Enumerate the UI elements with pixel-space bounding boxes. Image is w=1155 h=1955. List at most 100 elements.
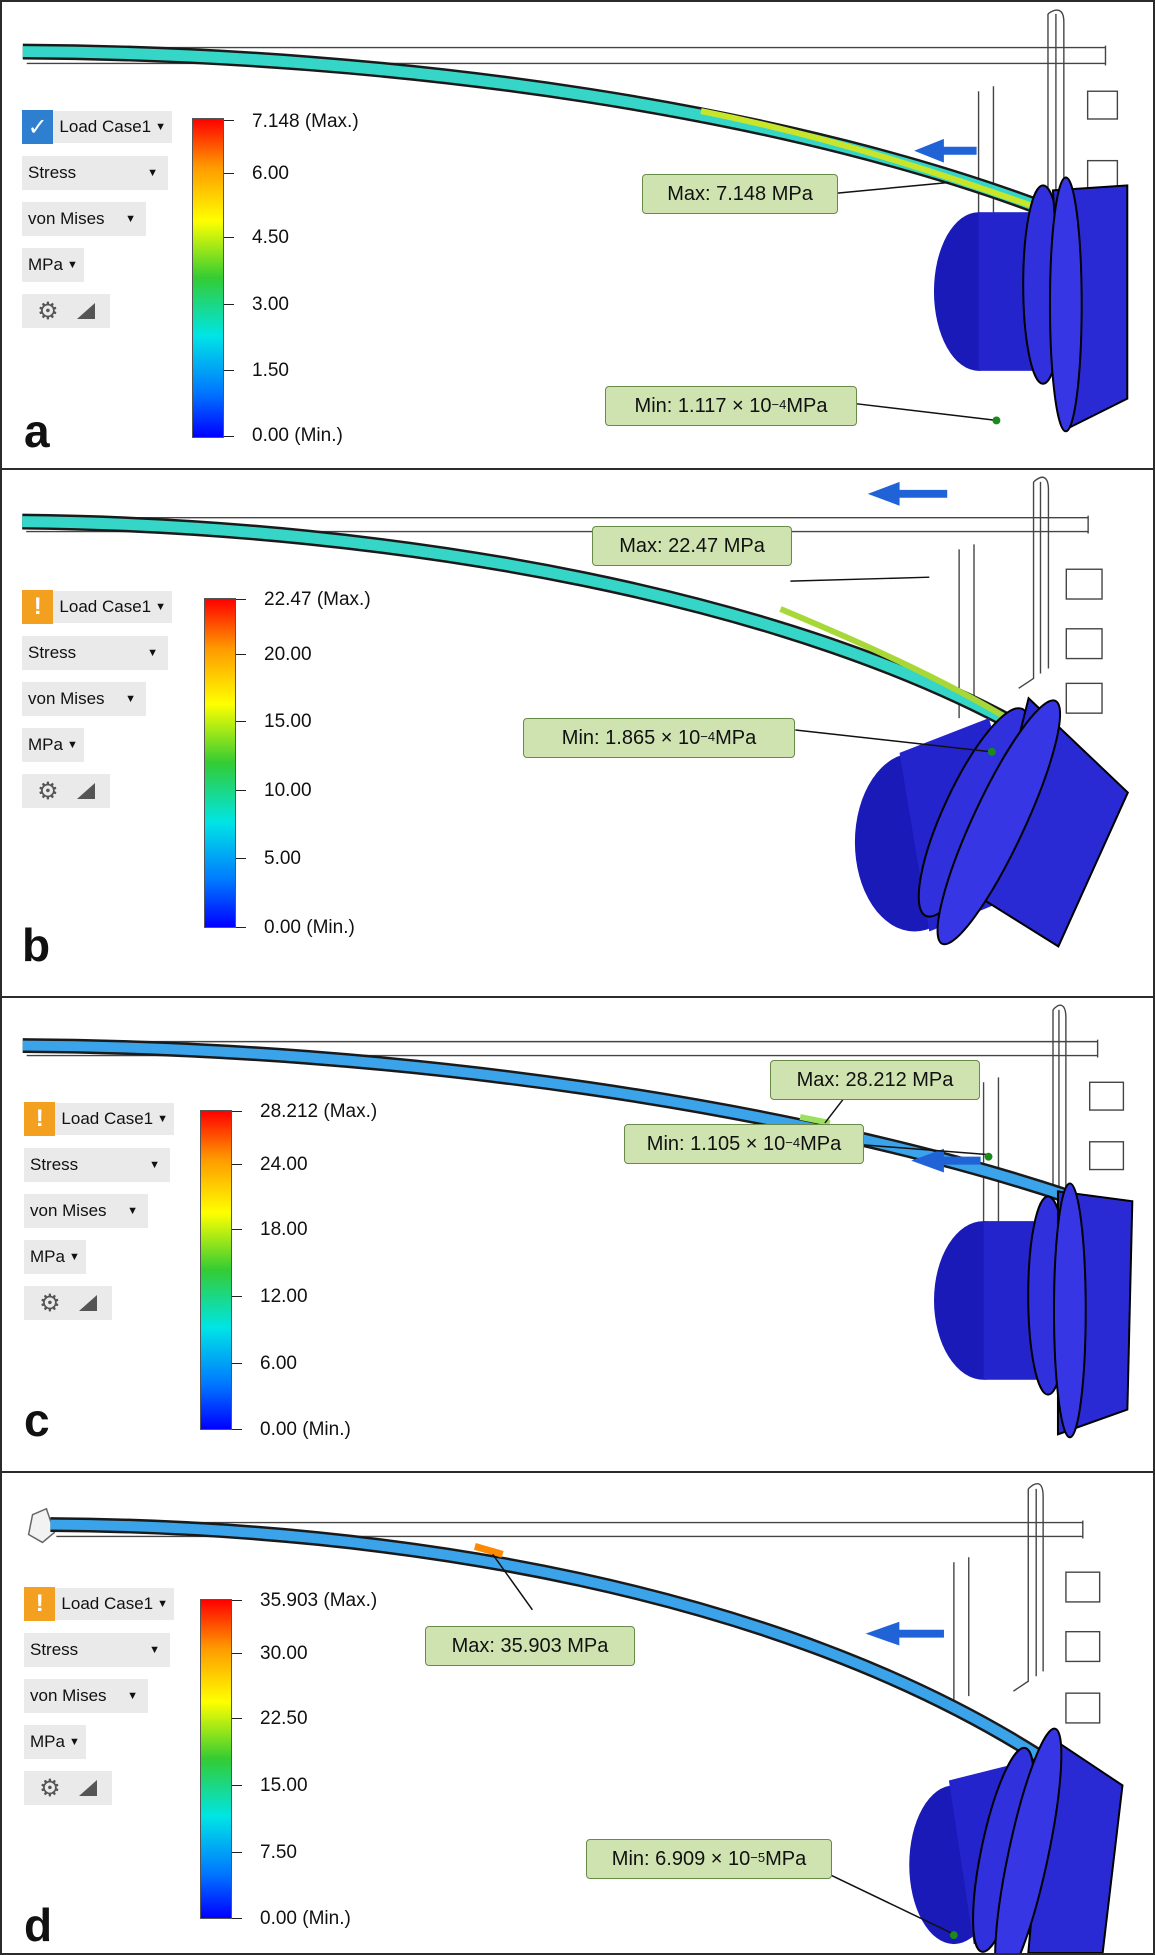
legend-tick-label: 7.50 [260,1842,297,1863]
legend-tick-label: 18.00 [260,1219,308,1240]
max-callout[interactable]: Max: 7.148 MPa [642,174,838,214]
component-dropdown[interactable]: von Mises ▼ [22,202,146,236]
min-callout[interactable]: Min: 1.117 × 10−4 MPa [605,386,857,426]
component-dropdown[interactable]: von Mises▼ [24,1194,148,1228]
min-callout-unit: MPa [715,726,757,749]
result-controls: ! Load Case1▼ Stress▼ von Mises▼ MPa▼ ⚙ [24,1102,174,1320]
min-callout-unit: MPa [800,1132,842,1155]
panel-label: c [24,1394,50,1446]
chevron-down-icon: ▼ [125,693,136,705]
view-cube-icon [27,1507,56,1544]
panel-label: b [22,919,51,971]
legend-min-label: 0.00 (Min.) [260,1419,351,1440]
min-callout-exponent: −4 [700,728,716,744]
result-type-dropdown[interactable]: Stress ▼ [24,1148,170,1182]
gear-icon[interactable]: ⚙ [39,1289,61,1317]
chevron-down-icon: ▼ [149,1159,160,1171]
result-controls: ! Load Case1▼ Stress▼ von Mises▼ MPa▼ ⚙ [24,1587,174,1805]
min-callout-exponent: −4 [785,1134,801,1150]
load-case-selector[interactable]: ! Load Case1▼ [22,590,172,624]
load-case-selector[interactable]: ! Load Case1▼ [24,1102,174,1136]
panel-label: a [24,405,50,457]
result-type-dropdown[interactable]: Stress▼ [22,636,168,670]
min-callout[interactable]: Min: 1.105 × 10−4 MPa [624,1124,864,1164]
load-case-selector[interactable]: ! Load Case1▼ [24,1587,174,1621]
legend-max-label: 22.47 (Max.) [264,589,371,610]
component-dropdown[interactable]: von Mises▼ [24,1679,148,1713]
gear-icon[interactable]: ⚙ [37,297,59,325]
chevron-down-icon: ▼ [157,1113,168,1125]
min-callout[interactable]: Min: 1.865 × 10−4 MPa [523,718,795,758]
unit-dropdown[interactable]: MPa▼ [22,248,84,282]
display-tools: ⚙ [22,294,110,328]
model-viewport[interactable] [2,470,1155,996]
result-type-label: Stress [28,163,77,182]
unit-dropdown[interactable]: MPa▼ [24,1240,86,1274]
chevron-down-icon: ▼ [125,213,136,225]
min-callout-exponent: −4 [771,396,787,412]
gear-icon[interactable]: ⚙ [37,777,59,805]
deformation-scale-icon[interactable] [76,783,95,799]
deformation-scale-icon[interactable] [76,303,95,319]
load-case-label: Load Case1 [61,1594,154,1613]
chevron-down-icon: ▼ [127,1205,138,1217]
unit-dropdown[interactable]: MPa▼ [24,1725,86,1759]
load-case-label: Load Case1 [61,1109,154,1128]
chevron-down-icon: ▼ [147,167,158,179]
min-callout-exponent: −5 [750,1849,766,1865]
result-panel-a: ✓ Load Case1▼ Stress▼ von Mises▼ MPa▼ ⚙ … [0,0,1155,470]
display-tools: ⚙ [22,774,110,808]
unit-dropdown[interactable]: MPa▼ [22,728,84,762]
display-tools: ⚙ [24,1771,112,1805]
legend-tick-label: 6.00 [252,163,289,184]
legend-tick-label: 15.00 [260,1775,308,1796]
legend-tick-label: 5.00 [264,848,301,869]
color-scale-bar [200,1599,232,1919]
model-viewport[interactable] [2,2,1155,468]
result-type-dropdown[interactable]: Stress ▼ [22,156,168,190]
max-callout[interactable]: Max: 22.47 MPa [592,526,792,566]
chevron-down-icon: ▼ [155,601,166,613]
result-panel-c: ! Load Case1▼ Stress▼ von Mises▼ MPa▼ ⚙ … [0,996,1155,1473]
min-callout[interactable]: Min: 6.909 × 10−5 MPa [586,1839,832,1879]
warning-icon: ! [22,590,54,624]
result-controls: ! Load Case1▼ Stress▼ von Mises▼ MPa▼ ⚙ [22,590,172,808]
chevron-down-icon: ▼ [66,739,78,751]
unit-label: MPa [28,735,63,754]
chevron-down-icon: ▼ [127,1690,138,1702]
legend-tick-label: 22.50 [260,1708,308,1729]
model-viewport[interactable] [2,998,1155,1471]
result-type-dropdown[interactable]: Stress▼ [24,1633,170,1667]
component-label: von Mises [28,689,105,708]
warning-icon: ! [24,1102,56,1136]
component-dropdown[interactable]: von Mises ▼ [22,682,146,716]
component-label: von Mises [28,209,105,228]
min-callout-value: Min: 6.909 × 10 [611,1847,751,1870]
legend-min-label: 0.00 (Min.) [252,425,343,446]
min-callout-value: Min: 1.865 × 10 [561,726,701,749]
legend-tick-label: 6.00 [260,1353,297,1374]
chevron-down-icon: ▼ [155,121,166,133]
legend-tick-label: 24.00 [260,1154,308,1175]
legend-min-label: 0.00 (Min.) [260,1908,351,1929]
unit-label: MPa [28,255,63,274]
legend-max-label: 35.903 (Max.) [260,1590,378,1611]
legend-tick-label: 30.00 [260,1643,308,1664]
panel-label: d [24,1899,53,1951]
display-tools: ⚙ [24,1286,112,1320]
max-callout[interactable]: Max: 28.212 MPa [770,1060,980,1100]
max-callout[interactable]: Max: 35.903 MPa [425,1626,635,1666]
check-icon: ✓ [22,110,54,144]
load-case-label: Load Case1 [59,597,152,616]
deformation-scale-icon[interactable] [78,1780,97,1796]
gear-icon[interactable]: ⚙ [39,1774,61,1802]
min-callout-value: Min: 1.105 × 10 [646,1132,786,1155]
load-case-selector[interactable]: ✓ Load Case1▼ [22,110,172,144]
chevron-down-icon: ▼ [68,1736,80,1748]
wheel-part [854,696,1130,948]
model-viewport[interactable] [2,1473,1155,1953]
result-type-label: Stress [30,1155,79,1174]
deformation-scale-icon[interactable] [78,1295,97,1311]
chevron-down-icon: ▼ [149,1644,160,1656]
chevron-down-icon: ▼ [66,259,78,271]
